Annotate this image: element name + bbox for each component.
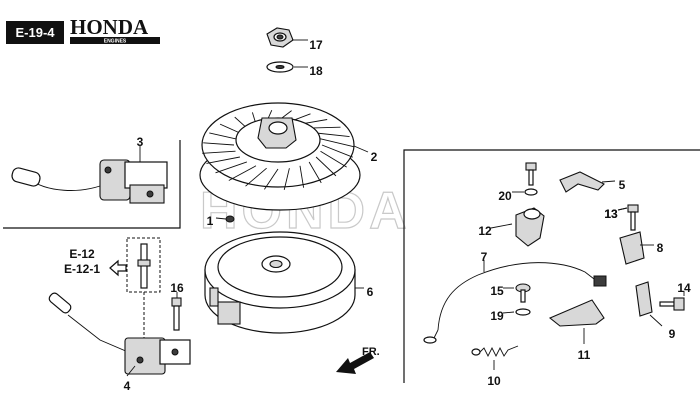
callout-8-bracket: 8 xyxy=(657,241,664,255)
callout-17-nut: 17 xyxy=(309,38,323,52)
stop-switch-wire-part xyxy=(423,262,607,344)
callout-15-screw: 15 xyxy=(490,284,504,298)
front-arrow-icon xyxy=(336,352,374,374)
fan-fin xyxy=(202,150,236,154)
callout-18-washer: 18 xyxy=(309,64,323,78)
callout-leader-4 xyxy=(126,365,136,377)
flywheel-part xyxy=(204,231,356,334)
bolt-part-13-lower xyxy=(627,204,639,231)
washer-part xyxy=(266,61,294,73)
callout-leader-13-lower xyxy=(617,207,628,211)
callout-7-stop-switch-wire: 7 xyxy=(481,250,488,264)
fan-fin xyxy=(321,144,353,158)
reference-arrow-icon xyxy=(109,259,127,277)
wire-stay-part xyxy=(548,299,605,327)
bolt-part-13-upper xyxy=(525,162,537,186)
callout-2-cooling-fan: 2 xyxy=(371,150,378,164)
fan-fin xyxy=(206,156,240,164)
fan-fin xyxy=(316,132,350,137)
callout-19-washer: 19 xyxy=(490,309,504,323)
fan-fin xyxy=(299,165,305,188)
engines-bar xyxy=(70,37,160,44)
callout-5-clip: 5 xyxy=(619,178,626,192)
fan-fin xyxy=(228,165,257,181)
callout-1-pin: 1 xyxy=(207,214,214,228)
left-frame xyxy=(3,140,181,229)
callout-9-terminal: 9 xyxy=(669,327,676,341)
right-frame xyxy=(403,149,700,383)
fan-fin xyxy=(203,142,235,146)
long-bolt-part xyxy=(137,243,151,289)
bolt-part-14 xyxy=(659,297,685,311)
terminal-part xyxy=(635,281,653,317)
callout-14-bolt: 14 xyxy=(677,281,691,295)
fan-fin xyxy=(309,126,341,129)
fan-fin xyxy=(320,138,354,148)
callout-13-bolt: 13 xyxy=(604,207,618,221)
callout-6-flywheel: 6 xyxy=(367,285,374,299)
washer-part-19 xyxy=(515,308,531,316)
honda-logo: HONDA xyxy=(70,15,149,39)
fan-fin xyxy=(219,123,241,134)
spring-part xyxy=(471,345,519,358)
clip-part xyxy=(559,171,605,193)
section-code: E-19-4 xyxy=(15,25,55,40)
bolt-part-16 xyxy=(171,297,182,331)
reference-e12: E-12 xyxy=(69,247,95,261)
cooling-fan-part xyxy=(199,102,361,211)
callout-12-switch: 12 xyxy=(478,224,492,238)
callout-leader-1 xyxy=(215,217,227,220)
nut-part xyxy=(266,27,294,48)
callout-10-spring: 10 xyxy=(487,374,501,388)
callout-13-bolt-lower: 13 xyxy=(604,207,618,221)
callout-leader-2 xyxy=(353,145,369,153)
header: E-19-4 HONDA ENGINES xyxy=(6,15,160,45)
callout-3-ignition-coil: 3 xyxy=(137,135,144,149)
screw-part-15 xyxy=(515,283,531,303)
callout-16-bolt: 16 xyxy=(170,281,184,295)
engines-label: ENGINES xyxy=(104,39,127,45)
washer-part-20 xyxy=(524,188,538,196)
ignition-coil-upper-part xyxy=(11,159,168,204)
bracket-part xyxy=(619,231,645,265)
fan-fin xyxy=(245,167,267,187)
callout-20-washer: 20 xyxy=(498,189,512,203)
bolt-detail-box xyxy=(126,237,161,293)
callout-4-ignition-coil: 4 xyxy=(124,379,131,393)
fan-fin xyxy=(283,168,290,190)
reference-e12-1: E-12-1 xyxy=(64,262,100,276)
callout-leader-9 xyxy=(649,314,663,327)
callout-leader-5 xyxy=(601,180,616,183)
ignition-coil-lower-part xyxy=(48,292,191,375)
switch-part xyxy=(515,207,545,247)
section-code-badge xyxy=(6,21,64,44)
callout-leader-19 xyxy=(502,311,515,314)
fan-fin xyxy=(215,161,248,174)
callout-leader-12 xyxy=(490,223,513,229)
pin-part xyxy=(225,215,235,223)
front-direction-label: FR. xyxy=(362,346,380,358)
fan-fin xyxy=(209,132,236,140)
fan-fin xyxy=(320,150,347,168)
callout-11-wire-stay: 11 xyxy=(578,348,591,362)
fan-fin xyxy=(315,156,337,177)
fan-fin xyxy=(308,161,322,184)
fan-fin xyxy=(264,168,279,190)
